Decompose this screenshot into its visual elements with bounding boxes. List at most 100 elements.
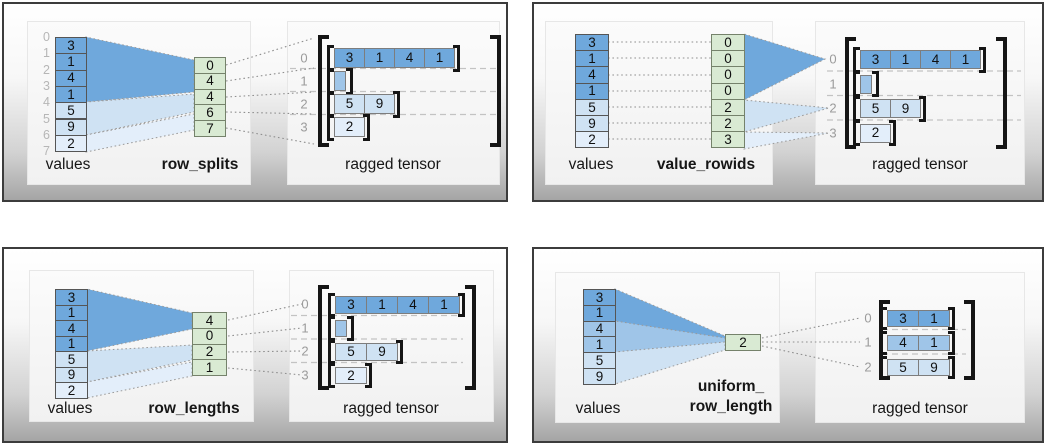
row-close-bracket	[979, 46, 986, 73]
tensor-close-bracket	[996, 37, 1007, 149]
param-cell: 4	[194, 88, 226, 106]
param-name-label: row_length	[689, 398, 773, 415]
row-close-bracket	[396, 339, 403, 364]
tensor-row-index: 0	[300, 50, 308, 65]
row-open-bracket	[328, 339, 335, 364]
value-cell: 9	[55, 118, 87, 136]
row-close-bracket	[948, 355, 955, 379]
dotted-connector-line	[225, 127, 315, 145]
tensor-row-index: 0	[829, 51, 837, 67]
ragged-tensor-label: ragged tensor	[345, 156, 441, 173]
row-open-bracket	[853, 71, 860, 97]
row-close-bracket	[393, 90, 400, 118]
row-close-bracket	[948, 331, 955, 355]
empty-row-cell	[334, 71, 346, 91]
tensor-cell: 1	[366, 296, 398, 314]
tensor-cell: 1	[890, 50, 921, 69]
value_rowids-mapping-cone	[743, 99, 830, 133]
value-cell: 1	[583, 304, 616, 322]
tensor-cell: 2	[334, 117, 365, 137]
value-cell: 1	[55, 304, 88, 321]
param-name-label: value_rowids	[656, 156, 756, 173]
dotted-connector-line	[225, 67, 315, 82]
tensor-cell: 2	[860, 123, 891, 143]
row_lengths-mapping-cone	[86, 288, 193, 352]
dotted-connector-line	[227, 367, 303, 376]
tensor-row-index: 0	[864, 310, 872, 326]
param-name-label: row_lengths	[148, 400, 240, 417]
value-index-label: 7	[43, 144, 50, 159]
value-cell: 9	[575, 115, 609, 133]
dotted-connector-line	[761, 345, 861, 368]
tensor-row-index: 3	[301, 367, 309, 383]
value-index-label: 5	[43, 111, 50, 126]
tensor-open-bracket	[318, 35, 329, 147]
row-close-bracket	[889, 120, 896, 146]
tensor-cell: 9	[366, 343, 398, 361]
param-cell: 4	[194, 72, 226, 90]
value-cell: 2	[55, 134, 87, 153]
empty-row-cell	[335, 319, 347, 337]
row-close-bracket	[365, 363, 372, 388]
ragged-tensor-label: ragged tensor	[343, 400, 439, 417]
tensor-cell: 9	[364, 94, 395, 114]
tensor-row-index: 3	[829, 125, 837, 140]
values-label: values	[575, 400, 621, 417]
value-index-label: 3	[43, 78, 50, 93]
value-cell: 4	[583, 320, 616, 338]
row-open-bracket	[880, 331, 887, 355]
value-cell: 3	[575, 34, 609, 52]
value-cell: 9	[583, 368, 616, 385]
value-cell: 4	[55, 69, 87, 87]
tensor-row-index: 2	[301, 343, 309, 359]
connector-overlay	[86, 288, 463, 399]
row-close-bracket	[453, 44, 460, 72]
tensor-row-index: 1	[864, 334, 872, 350]
tensor-cell: 4	[887, 334, 919, 351]
values-label: values	[568, 156, 614, 173]
tensor-cell: 3	[887, 310, 919, 327]
tensor-cell: 5	[335, 343, 367, 361]
param-cell: 7	[194, 120, 226, 137]
tensor-cell: 4	[397, 296, 429, 314]
row-close-bracket	[363, 113, 370, 141]
value-cell: 1	[55, 53, 87, 71]
tensor-row-index: 2	[864, 359, 872, 375]
param-cell: 4	[192, 312, 227, 329]
value_rowids-mapping-cone	[743, 33, 827, 101]
param-cell: 0	[192, 327, 227, 345]
row-close-bracket	[347, 316, 354, 341]
tensor-cell: 5	[860, 99, 891, 118]
ragged-tensor-label: ragged tensor	[872, 400, 968, 417]
tensor-cell: 3	[334, 48, 365, 68]
param-cell: 0	[194, 57, 226, 74]
value-index-label: 2	[43, 62, 50, 77]
row-open-bracket	[880, 355, 887, 379]
tensor-cell: 5	[887, 359, 919, 376]
value-cell: 4	[575, 66, 609, 84]
tensor-row-index: 1	[301, 320, 309, 336]
connector-overlay	[608, 33, 1021, 150]
tensor-cell: 5	[334, 94, 365, 114]
tensor-cell: 9	[890, 99, 921, 118]
row-close-bracket	[346, 67, 353, 95]
param-cell: 2	[725, 334, 761, 351]
row-open-bracket	[328, 363, 335, 388]
tensor-cell: 1	[364, 48, 395, 68]
param-cell: 2	[711, 98, 745, 116]
value-cell: 5	[575, 98, 609, 116]
tensor-close-bracket	[490, 35, 501, 147]
value-cell: 3	[55, 37, 87, 55]
dotted-connector-line	[227, 350, 303, 353]
uniform_row_length-mapping-cone	[614, 320, 726, 353]
param-cell: 0	[711, 50, 745, 68]
param-cell: 0	[711, 66, 745, 84]
row-close-bracket	[919, 95, 926, 122]
values-label: values	[47, 400, 93, 417]
row-open-bracket	[853, 95, 860, 122]
row_splits-mapping-cone	[85, 36, 195, 103]
tensor-close-bracket	[964, 300, 975, 380]
tensor-cell: 2	[335, 366, 367, 384]
